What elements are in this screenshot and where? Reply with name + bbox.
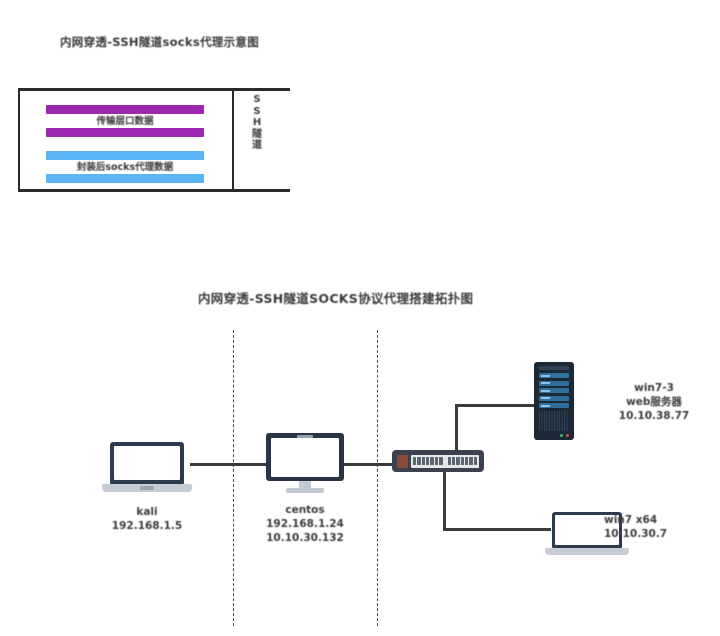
socks-band-bottom (46, 174, 204, 183)
schematic-bottom-rule (18, 189, 290, 192)
laptop-trackpad (140, 486, 154, 490)
schematic-top-rule (18, 88, 290, 91)
node-address-centos-0: 192.168.1.24 (266, 518, 344, 530)
node-address-kali-0: 192.168.1.5 (111, 520, 183, 532)
server-drive-bay (539, 388, 569, 393)
laptop-icon-kali (102, 442, 192, 494)
server-body (534, 362, 574, 440)
server-led-red (566, 434, 569, 437)
monitor-camera-bar (297, 434, 313, 438)
node-label-win7-3: win7-3 web服务器 10.10.38.77 (591, 381, 717, 423)
server-top-cap (539, 366, 569, 370)
application-band-label: 传输层口数据 (96, 116, 154, 127)
switch-port (417, 457, 421, 465)
topology-title: 内网穿透-SSH隧道SOCKS协议代理搭建拓扑图 (198, 291, 474, 306)
server-drive-bay (539, 403, 569, 408)
server-drive-bay (539, 373, 569, 378)
link-switch-to-server-vertical (455, 404, 458, 464)
link-switch-to-win7-vertical (443, 463, 446, 530)
socks-band-top (46, 151, 204, 160)
link-switch-to-win7-horizontal (443, 528, 551, 531)
laptop-lid (110, 442, 184, 484)
node-label-kali: kali 192.168.1.5 (97, 505, 197, 533)
link-centos-to-switch (342, 463, 394, 466)
ssh-char-0: S (253, 94, 261, 105)
zone-divider-left (233, 330, 234, 626)
schematic-title: 内网穿透-SSH隧道socks代理示意图 (60, 35, 259, 49)
server-led-green (560, 434, 563, 437)
node-name-kali: kali (136, 506, 158, 518)
switch-port (447, 457, 451, 465)
network-switch-icon (392, 450, 484, 472)
switch-body (392, 450, 484, 472)
server-drive-bay (539, 395, 569, 401)
ssh-tunnel-vertical-label: S S H 隧 道 (246, 94, 268, 152)
switch-port (439, 457, 443, 465)
ssh-char-4: 道 (252, 140, 262, 151)
schematic-right-divider (232, 91, 234, 189)
monitor-screen (271, 438, 339, 477)
server-drive-bay (539, 380, 569, 386)
laptop-screen (555, 515, 619, 545)
node-label-centos: centos 192.168.1.24 10.10.30.132 (245, 503, 365, 545)
zone-divider-right (377, 330, 378, 626)
laptop-lid (552, 512, 622, 548)
switch-port (426, 457, 430, 465)
schematic-left-divider (18, 91, 20, 189)
switch-port (434, 457, 439, 465)
laptop-screen (114, 446, 180, 480)
node-name-centos: centos (285, 504, 325, 516)
node-role-win7-3: web服务器 (626, 396, 682, 408)
desktop-monitor-icon-centos (266, 433, 344, 495)
server-vent-grille (539, 411, 569, 431)
node-address-centos-1: 10.10.30.132 (266, 532, 344, 544)
server-tower-icon-win7-3 (534, 362, 574, 440)
ssh-char-2: H (252, 117, 262, 128)
switch-port (460, 457, 464, 465)
switch-port (464, 457, 469, 465)
node-name-win7-x64: win7 x64 (604, 514, 658, 526)
schematic-diagram: 传输层口数据 封装后socks代理数据 S S H 隧 道 (18, 88, 290, 192)
node-address-win7-x64-0: 10.10.30.7 (604, 528, 668, 540)
socks-band-label: 封装后socks代理数据 (76, 162, 174, 173)
node-address-win7-3-0: 10.10.38.77 (618, 410, 690, 422)
switch-port (421, 457, 426, 465)
application-band-top (46, 105, 204, 114)
monitor-stand-neck (299, 481, 311, 488)
link-kali-to-centos (190, 463, 268, 466)
switch-port (430, 457, 434, 465)
switch-port (469, 457, 473, 465)
monitor-bezel (266, 433, 344, 481)
switch-port-bank (411, 454, 479, 468)
switch-port (456, 457, 460, 465)
ssh-char-1: S (253, 105, 261, 117)
server-indicator-leds (560, 434, 569, 437)
application-band-bottom (46, 128, 204, 137)
monitor-stand-foot (286, 488, 324, 493)
node-label-win7-x64: win7 x64 10.10.30.7 (604, 513, 714, 541)
switch-port (413, 457, 417, 465)
laptop-base (545, 548, 629, 555)
switch-status-leds (397, 454, 408, 468)
node-name-win7-3: win7-3 (634, 382, 674, 394)
switch-port (451, 457, 456, 465)
link-switch-to-server-horizontal (455, 404, 535, 407)
switch-port (473, 457, 478, 465)
laptop-icon-win7-x64 (545, 512, 629, 556)
ssh-char-3: 隧 (252, 128, 262, 140)
